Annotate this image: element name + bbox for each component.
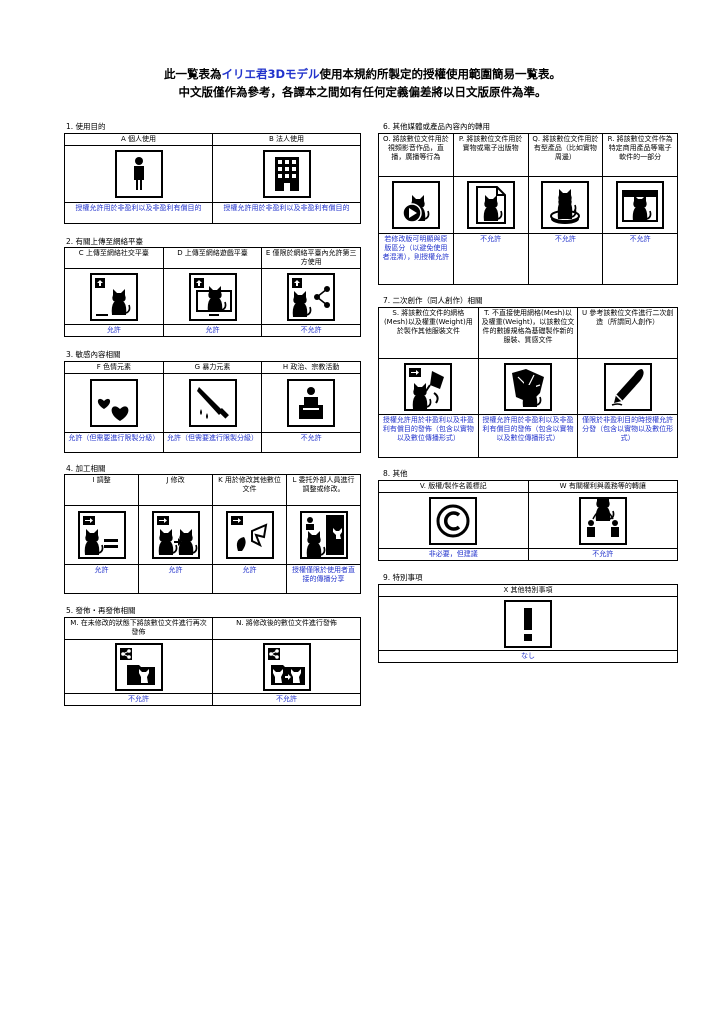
col-g-note: 允許（但需要進行限製分級） [164,433,263,452]
col-n-note: 不允許 [276,695,297,703]
title-prefix: 此一覧表為 [163,67,222,81]
col-r-header: R. 將該數位文件作為特定商用產品等電子軟件的一部分 [607,135,673,161]
col-f-header: F 色情元素 [65,362,164,373]
section-2-label: 2. 有關上傳至網絡平臺 [66,237,144,246]
col-u-header: U 參考該數位文件進行二次創造（所謂同人創作） [582,309,674,326]
col-s-note: 授權允許用於非盈利以及非盈利有償目的發佈（包含以實物以及數位傳播形式） [379,415,479,457]
col-i-note: 允許 [65,565,139,593]
col-a-note: 授權允許用於非盈利以及非盈利有償目的 [65,203,213,223]
col-f-note: 允許（但需要進行限製分級） [65,433,164,452]
hearts-icon [65,374,164,432]
document-icon [454,177,529,233]
podium-icon [262,374,360,432]
col-m-header: M. 在未修改的狀態下將該數位文件進行再次發佈 [65,618,213,640]
col-o-header: O. 將該數位文件用於視頻影音作品，直播，廣播等行為 [379,134,454,176]
col-u-note: 僅限於非盈利目的時授權允許分發（包含以實物以及數位形式） [582,416,674,442]
col-b-header: B 法人使用 [268,135,305,143]
col-x-note: なし [521,652,535,660]
col-w-note: 不允許 [592,550,614,558]
section-7-table: S. 將該數位文件的網格(Mesh)以及權重(Weight)用於製作其他服裝文件… [378,307,678,458]
section-3-label: 3. 敏感內容相關 [66,350,121,359]
pen-icon [578,359,677,414]
mesh-clothing-icon [379,359,479,414]
modify-icon [139,506,213,564]
col-h-note: 不允許 [300,434,322,442]
col-x-header: X 其他特別事項 [503,586,553,594]
col-l-note: 授權僅限於使用者直接的傳播分享 [292,566,355,583]
col-q-note: 不允許 [529,234,604,284]
col-p-header: P. 將該數位文件用於實物或電子出版物 [454,134,529,176]
software-icon [603,177,677,233]
col-n-header: N. 將修改後的數位文件進行發佈 [236,619,337,627]
model-name: イリエ君3Dモデル [221,67,320,81]
col-e-header: E 僅限於網絡平臺內允許第三方使用 [265,249,357,266]
col-w-header: W 有關權利與義務等的轉讓 [559,482,646,490]
section-7-label: 7. 二次創作（同人創作）相關 [383,296,483,305]
col-m-note: 不允許 [65,694,213,705]
section-1-table: A 個人使用 B 法人使用 授權允許用於非盈利以及非盈利有償目的 授權允許用於非… [64,133,361,224]
title-line-1: 此一覧表為イリエ君3Dモデル使用本規約所製定的授權使用範圍簡易一覧表。 [0,66,725,82]
person-icon [65,146,213,202]
third-party-share-icon [262,269,360,324]
col-p-note: 不允許 [454,234,529,284]
upload-game-icon [164,269,263,324]
col-s-header: S. 將該數位文件的網格(Mesh)以及權重(Weight)用於製作其他服裝文件 [379,308,479,358]
section-4-table: I 調整 J 修改 K 用於修改其他數位文件 L 委托外部人員進行調整或修改。 … [64,474,361,594]
col-b-note: 授權允許用於非盈利以及非盈利有償目的 [223,204,350,212]
adjust-icon [65,506,139,564]
col-d-header: D 上傳至網絡遊戲平臺 [164,248,263,268]
copyright-icon [379,493,529,548]
video-icon [379,177,454,233]
col-k-header: K 用於修改其他數位文件 [213,475,287,505]
transfer-icon [529,493,678,548]
col-i-header: I 調整 [65,475,139,505]
section-3-table: F 色情元素 G 暴力元素 H 政治、宗教活動 允許（但需要進行限製分級） 允許… [64,361,361,453]
redistribute-icon [65,640,213,693]
section-8-table: V. 版權/製作名義標記 W 有關權利與義務等的轉讓 非必要，但建議 不允許 [378,480,678,561]
col-j-note: 允許 [139,565,213,593]
col-g-header: G 暴力元素 [164,362,263,373]
col-e-note: 不允許 [300,326,322,334]
outsource-icon [287,506,360,564]
figure-icon [529,177,604,233]
col-o-note: 若修改版可明顯與原版區分（以避免使用者混淆），則授權允許 [379,234,454,284]
redistribute-modified-icon [213,640,360,693]
col-k-note: 允許 [213,565,287,593]
col-j-header: J 修改 [139,475,213,505]
title-suffix: 使用本規約所製定的授權使用範圍簡易一覧表。 [319,67,562,81]
upload-social-icon [65,269,164,324]
knife-icon [164,374,263,432]
col-q-header: Q. 將該數位文件用於有型產品（比如實物周邊） [529,134,604,176]
modify-other-icon [213,506,287,564]
col-c-header: C 上傳至網絡社交平臺 [65,248,164,268]
col-v-header: V. 版權/製作名義標記 [379,481,529,492]
col-t-note: 授權允許用於非盈利以及非盈利有償目的發佈（包含以實物以及數位傳播形式） [479,415,579,457]
col-a-header: A 個人使用 [65,134,213,145]
col-r-note: 不允許 [629,235,651,243]
section-2-table: C 上傳至網絡社交平臺 D 上傳至網絡遊戲平臺 E 僅限於網絡平臺內允許第三方使… [64,247,361,337]
col-d-note: 允許 [164,325,263,336]
section-5-table: M. 在未修改的狀態下將該數位文件進行再次發佈 N. 將修改後的數位文件進行發佈… [64,617,361,706]
col-v-note: 非必要，但建議 [379,549,529,560]
col-h-header: H 政治、宗教活動 [282,363,340,371]
title-line-2: 中文版僅作為參考，各譯本之間如有任何定義偏差將以日文版原件為準。 [178,85,547,99]
col-c-note: 允許 [65,325,164,336]
col-t-header: T. 不直接使用網格(Mesh)以及權重(Weight)，以該數位文件的數據規格… [479,308,579,358]
section-9-table: X 其他特別事項 なし [378,584,678,663]
exclamation-icon [379,597,677,650]
building-icon [213,146,360,202]
section-8-label: 8. 其他 [383,469,408,478]
col-l-header: L 委托外部人員進行調整或修改。 [292,476,355,493]
section-6-table: O. 將該數位文件用於視頻影音作品，直播，廣播等行為 P. 將該數位文件用於實物… [378,133,678,285]
section-4-label: 4. 加工相關 [66,464,106,473]
section-6-label: 6. 其他媒體或產品內容內的轉用 [383,122,491,131]
section-9-label: 9. 特別事項 [383,573,423,582]
texture-icon [479,359,579,414]
section-1-label: 1. 使用目的 [66,122,106,131]
section-5-label: 5. 發佈・再發佈相關 [66,606,136,615]
